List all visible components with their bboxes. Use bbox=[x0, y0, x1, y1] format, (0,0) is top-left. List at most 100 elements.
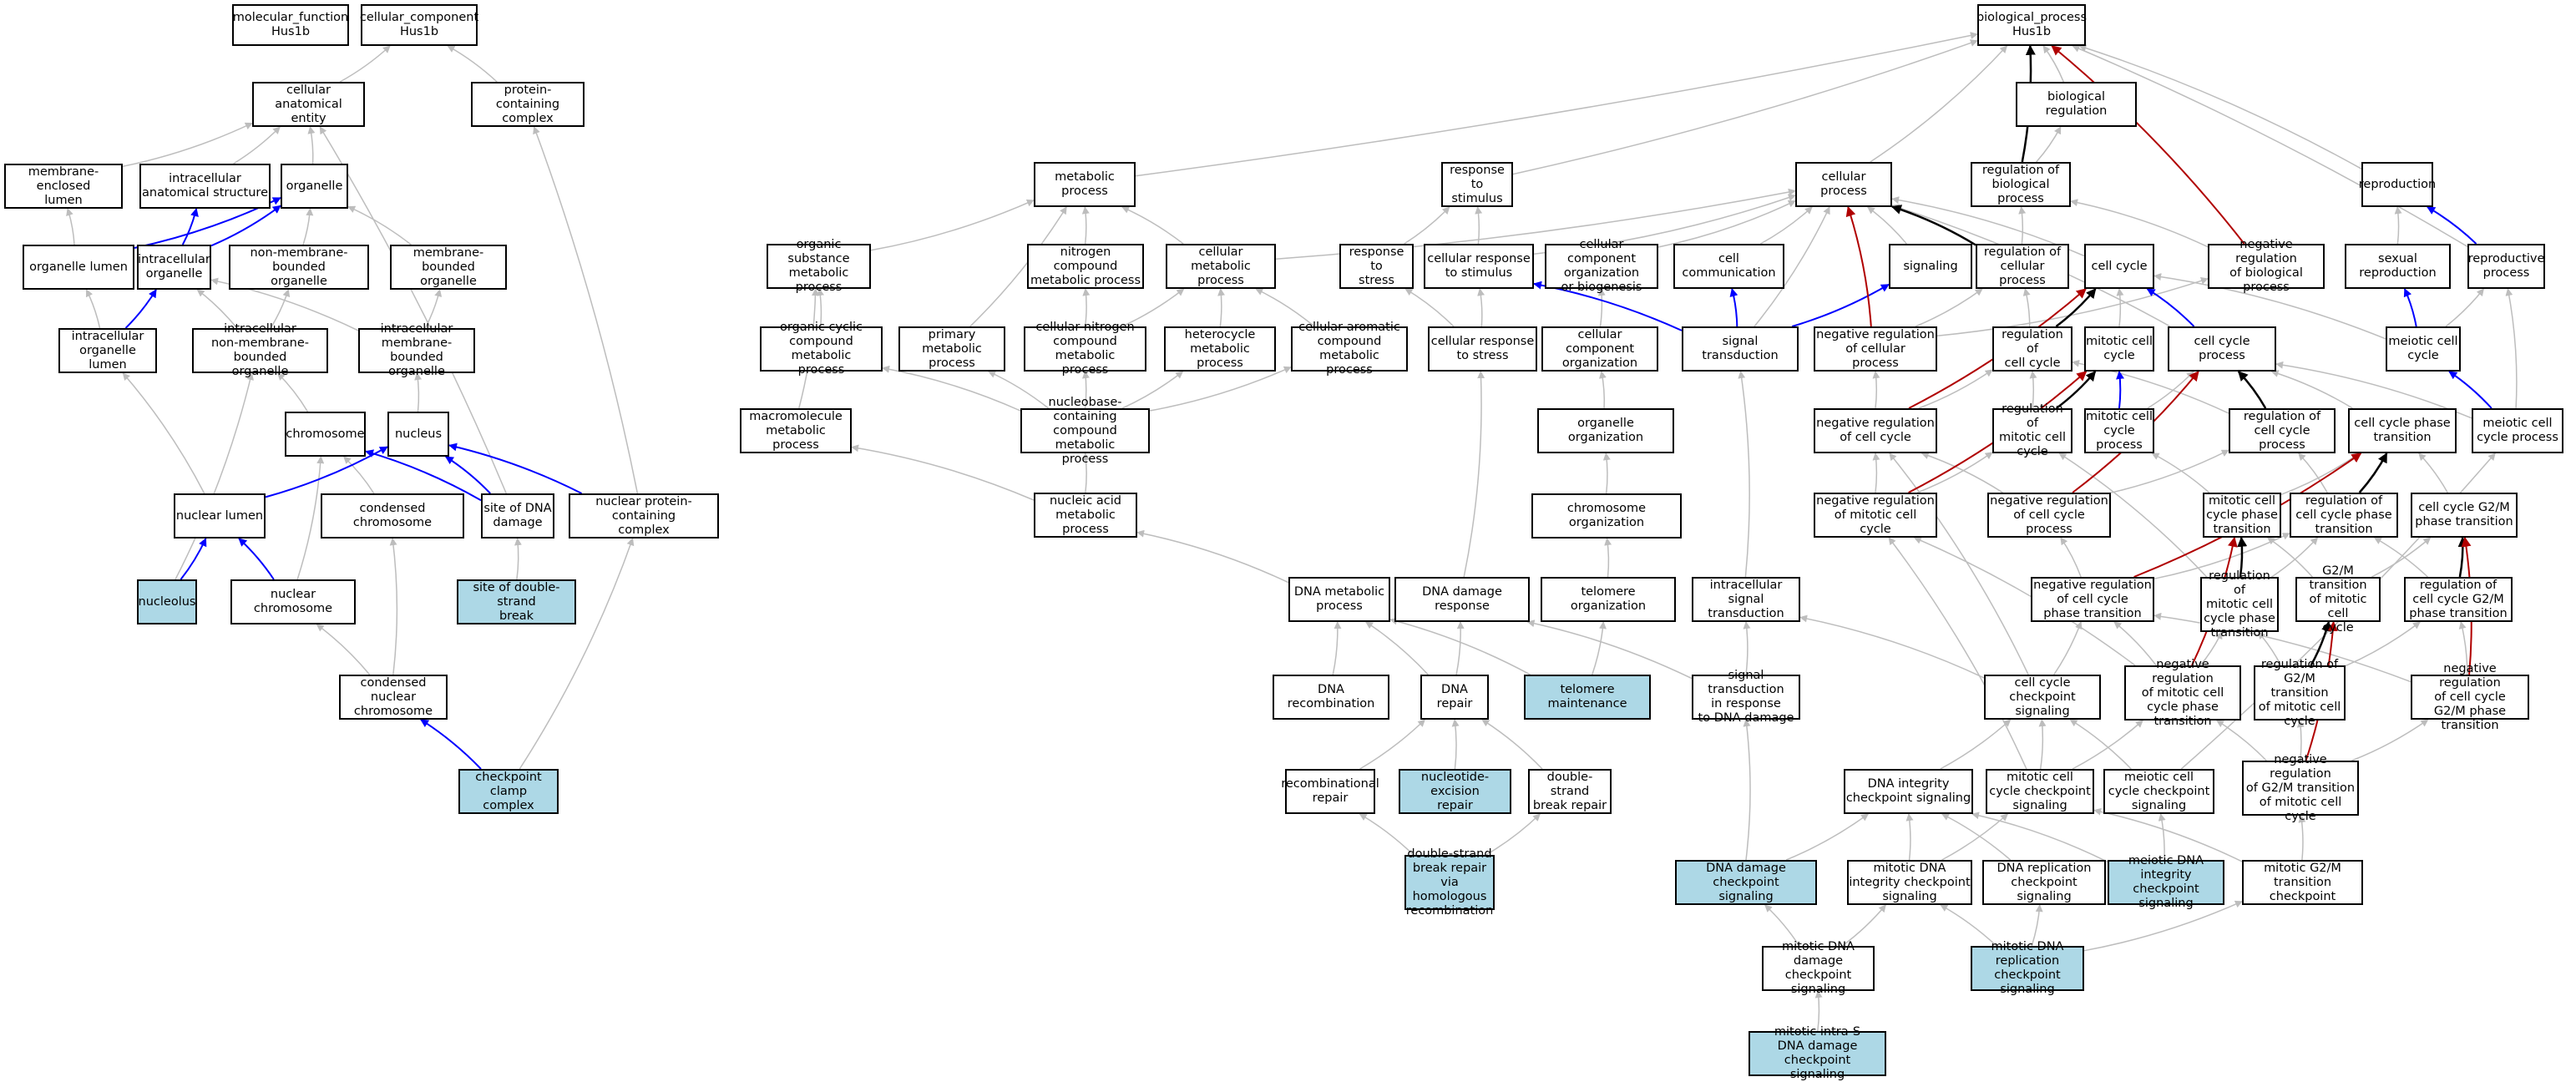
go-term-dsbrhr[interactable]: double-strand break repair via homologou… bbox=[1404, 847, 1495, 918]
go-term-sr[interactable]: sexual reproduction bbox=[2345, 244, 2451, 289]
go-term-mcccs[interactable]: mitotic cell cycle checkpoint signaling bbox=[1986, 769, 2094, 814]
go-term-io[interactable]: intracellular organelle bbox=[137, 245, 211, 290]
go-term-drec[interactable]: DNA recombination bbox=[1273, 675, 1389, 720]
go-term-meidics[interactable]: meiotic DNA integrity checkpoint signali… bbox=[2108, 854, 2224, 910]
go-term-rr[interactable]: recombinational repair bbox=[1281, 769, 1379, 814]
go-term-co[interactable]: chromosome organization bbox=[1531, 493, 1682, 538]
go-term-rtstr[interactable]: response to stress bbox=[1339, 244, 1414, 289]
go-term-rccpt[interactable]: regulation of cell cycle phase transitio… bbox=[2290, 493, 2398, 538]
go-term-nrcc[interactable]: negative regulation of cell cycle bbox=[1814, 408, 1937, 453]
go-term-ias[interactable]: intracellular anatomical structure bbox=[139, 164, 271, 209]
go-term-namp[interactable]: nucleic acid metabolic process bbox=[1034, 493, 1137, 538]
go-term-nuc[interactable]: nucleus bbox=[387, 412, 449, 457]
go-term-ol[interactable]: organelle lumen bbox=[23, 245, 134, 290]
go-term-iol[interactable]: intracellular organelle lumen bbox=[58, 328, 157, 373]
go-term-chr[interactable]: chromosome bbox=[285, 412, 366, 457]
go-term-rccg2m[interactable]: regulation of cell cycle G2/M phase tran… bbox=[2404, 577, 2513, 622]
go-term-cncmp[interactable]: cellular nitrogen compound metabolic pro… bbox=[1024, 321, 1146, 377]
go-term-nucl[interactable]: nucleolus bbox=[137, 579, 197, 624]
go-term-ist[interactable]: intracellular signal transduction bbox=[1692, 577, 1800, 622]
go-term-nrmcc[interactable]: negative regulation of mitotic cell cycl… bbox=[1814, 493, 1937, 538]
go-term-rcc[interactable]: regulation of cell cycle bbox=[1992, 326, 2072, 372]
go-term-nrbp[interactable]: negative regulation of biological proces… bbox=[2208, 238, 2325, 294]
go-term-org[interactable]: organelle bbox=[281, 164, 348, 209]
go-term-ncmp[interactable]: nitrogen compound metabolic process bbox=[1027, 244, 1144, 289]
go-term-rg2m[interactable]: regulation of G2/M transition of mitotic… bbox=[2254, 658, 2346, 728]
go-term-mis[interactable]: mitotic intra-S DNA damage checkpoint si… bbox=[1749, 1025, 1886, 1081]
go-term-cc[interactable]: cellular_component Hus1b bbox=[360, 4, 478, 46]
go-term-mddcs[interactable]: mitotic DNA damage checkpoint signaling bbox=[1762, 940, 1875, 996]
go-term-sdd[interactable]: site of DNA damage bbox=[481, 493, 554, 538]
go-term-drcs[interactable]: DNA replication checkpoint signaling bbox=[1982, 860, 2106, 905]
go-term-nrmccpt[interactable]: negative regulation of mitotic cell cycl… bbox=[2124, 658, 2241, 728]
go-term-mg2mc[interactable]: mitotic G2/M transition checkpoint bbox=[2242, 860, 2363, 905]
go-term-inmbo[interactable]: intracellular non-membrane-bounded organ… bbox=[192, 322, 328, 378]
go-term-stdd[interactable]: signal transduction in response to DNA d… bbox=[1692, 669, 1800, 725]
go-term-nmbo[interactable]: non-membrane-bounded organelle bbox=[229, 245, 369, 290]
go-term-rp[interactable]: reproductive process bbox=[2467, 244, 2545, 289]
go-term-ccom[interactable]: cell communication bbox=[1673, 244, 1784, 289]
go-term-cp[interactable]: cellular process bbox=[1795, 162, 1892, 207]
go-term-rts[interactable]: response to stimulus bbox=[1441, 162, 1513, 207]
go-term-hmp[interactable]: heterocycle metabolic process bbox=[1164, 326, 1276, 372]
go-term-drep[interactable]: DNA repair bbox=[1420, 675, 1489, 720]
go-term-nrcp[interactable]: negative regulation of cellular process bbox=[1814, 326, 1937, 372]
go-term-nchr[interactable]: nuclear chromosome bbox=[230, 579, 356, 624]
go-term-mcc[interactable]: mitotic cell cycle bbox=[2084, 326, 2154, 372]
go-term-rmccpt[interactable]: regulation of mitotic cell cycle phase t… bbox=[2200, 569, 2279, 640]
go-term-occmp[interactable]: organic cyclic compound metabolic proces… bbox=[760, 321, 883, 377]
go-term-imbo[interactable]: intracellular membrane-bounded organelle bbox=[358, 322, 475, 378]
go-term-tm[interactable]: telomere maintenance bbox=[1524, 675, 1651, 720]
go-term-dmp[interactable]: DNA metabolic process bbox=[1288, 577, 1390, 622]
go-term-npcc[interactable]: nuclear protein-containing complex bbox=[569, 493, 719, 538]
go-term-ccpt[interactable]: cell cycle phase transition bbox=[2348, 408, 2457, 453]
go-term-cco[interactable]: cellular component organization bbox=[1541, 326, 1658, 372]
go-term-pmp[interactable]: primary metabolic process bbox=[898, 326, 1005, 372]
go-term-mel[interactable]: membrane-enclosed lumen bbox=[4, 164, 123, 209]
go-term-mdrcs[interactable]: mitotic DNA replication checkpoint signa… bbox=[1971, 940, 2084, 996]
go-term-meiccs[interactable]: meiotic cell cycle checkpoint signaling bbox=[2103, 769, 2214, 814]
go-term-meiccp[interactable]: meiotic cell cycle process bbox=[2472, 408, 2563, 453]
go-term-ccg2m[interactable]: cell cycle G2/M phase transition bbox=[2411, 493, 2518, 538]
go-term-cacmp[interactable]: cellular aromatic compound metabolic pro… bbox=[1291, 321, 1408, 377]
go-term-rbp[interactable]: regulation of biological process bbox=[1971, 162, 2071, 207]
go-term-mccpt[interactable]: mitotic cell cycle phase transition bbox=[2203, 493, 2281, 538]
go-term-cnchr[interactable]: condensed nuclear chromosome bbox=[339, 675, 448, 720]
go-term-ner[interactable]: nucleotide-excision repair bbox=[1399, 769, 1511, 814]
go-term-br[interactable]: biological regulation bbox=[2016, 82, 2137, 127]
go-term-nrg2m[interactable]: negative regulation of G2/M transition o… bbox=[2242, 753, 2359, 823]
go-term-pcc[interactable]: protein-containing complex bbox=[471, 82, 585, 127]
go-term-mp[interactable]: metabolic process bbox=[1034, 162, 1136, 207]
go-term-nrccp[interactable]: negative regulation of cell cycle proces… bbox=[1987, 493, 2111, 538]
go-term-ccob[interactable]: cellular component organization or bioge… bbox=[1545, 238, 1658, 294]
go-term-mdics[interactable]: mitotic DNA integrity checkpoint signali… bbox=[1847, 860, 1972, 905]
go-term-cyc[interactable]: cell cycle bbox=[2084, 244, 2154, 289]
go-term-meicc[interactable]: meiotic cell cycle bbox=[2386, 326, 2461, 372]
go-term-dics[interactable]: DNA integrity checkpoint signaling bbox=[1844, 769, 1973, 814]
go-term-ccp[interactable]: cell cycle process bbox=[2168, 326, 2276, 372]
go-term-crtstr[interactable]: cellular response to stress bbox=[1428, 326, 1537, 372]
go-term-cccs[interactable]: cell cycle checkpoint signaling bbox=[1984, 675, 2101, 720]
go-term-sdsb[interactable]: site of double-strand break bbox=[457, 579, 576, 624]
go-term-ccc[interactable]: checkpoint clamp complex bbox=[458, 769, 559, 814]
go-term-osmp[interactable]: organic substance metabolic process bbox=[767, 238, 871, 294]
go-term-oo[interactable]: organelle organization bbox=[1537, 408, 1674, 453]
go-term-cchr[interactable]: condensed chromosome bbox=[321, 493, 464, 538]
go-term-cmp[interactable]: cellular metabolic process bbox=[1166, 244, 1276, 289]
go-term-dsbr[interactable]: double-strand break repair bbox=[1528, 769, 1612, 814]
go-term-cae[interactable]: cellular anatomical entity bbox=[252, 82, 365, 127]
go-term-repr[interactable]: reproduction bbox=[2359, 162, 2436, 207]
go-term-mccp[interactable]: mitotic cell cycle process bbox=[2084, 408, 2154, 453]
go-term-nrccpt[interactable]: negative regulation of cell cycle phase … bbox=[2031, 577, 2154, 622]
go-term-rccp[interactable]: regulation of cell cycle process bbox=[2229, 408, 2336, 453]
go-term-crts[interactable]: cellular response to stimulus bbox=[1424, 244, 1534, 289]
go-term-mbo[interactable]: membrane-bounded organelle bbox=[390, 245, 507, 290]
go-term-sig[interactable]: signaling bbox=[1889, 244, 1972, 289]
go-term-g2mmcc[interactable]: G2/M transition of mitotic cell cycle bbox=[2295, 564, 2381, 635]
go-term-nrccg2m[interactable]: negative regulation of cell cycle G2/M p… bbox=[2411, 662, 2529, 732]
go-term-bp[interactable]: biological_process Hus1b bbox=[1976, 4, 2087, 46]
go-term-rmcc[interactable]: regulation of mitotic cell cycle bbox=[1992, 402, 2072, 458]
go-term-nl[interactable]: nuclear lumen bbox=[174, 493, 266, 538]
go-term-mf[interactable]: molecular_function Hus1b bbox=[232, 4, 349, 46]
go-term-mmp[interactable]: macromolecule metabolic process bbox=[740, 408, 852, 453]
